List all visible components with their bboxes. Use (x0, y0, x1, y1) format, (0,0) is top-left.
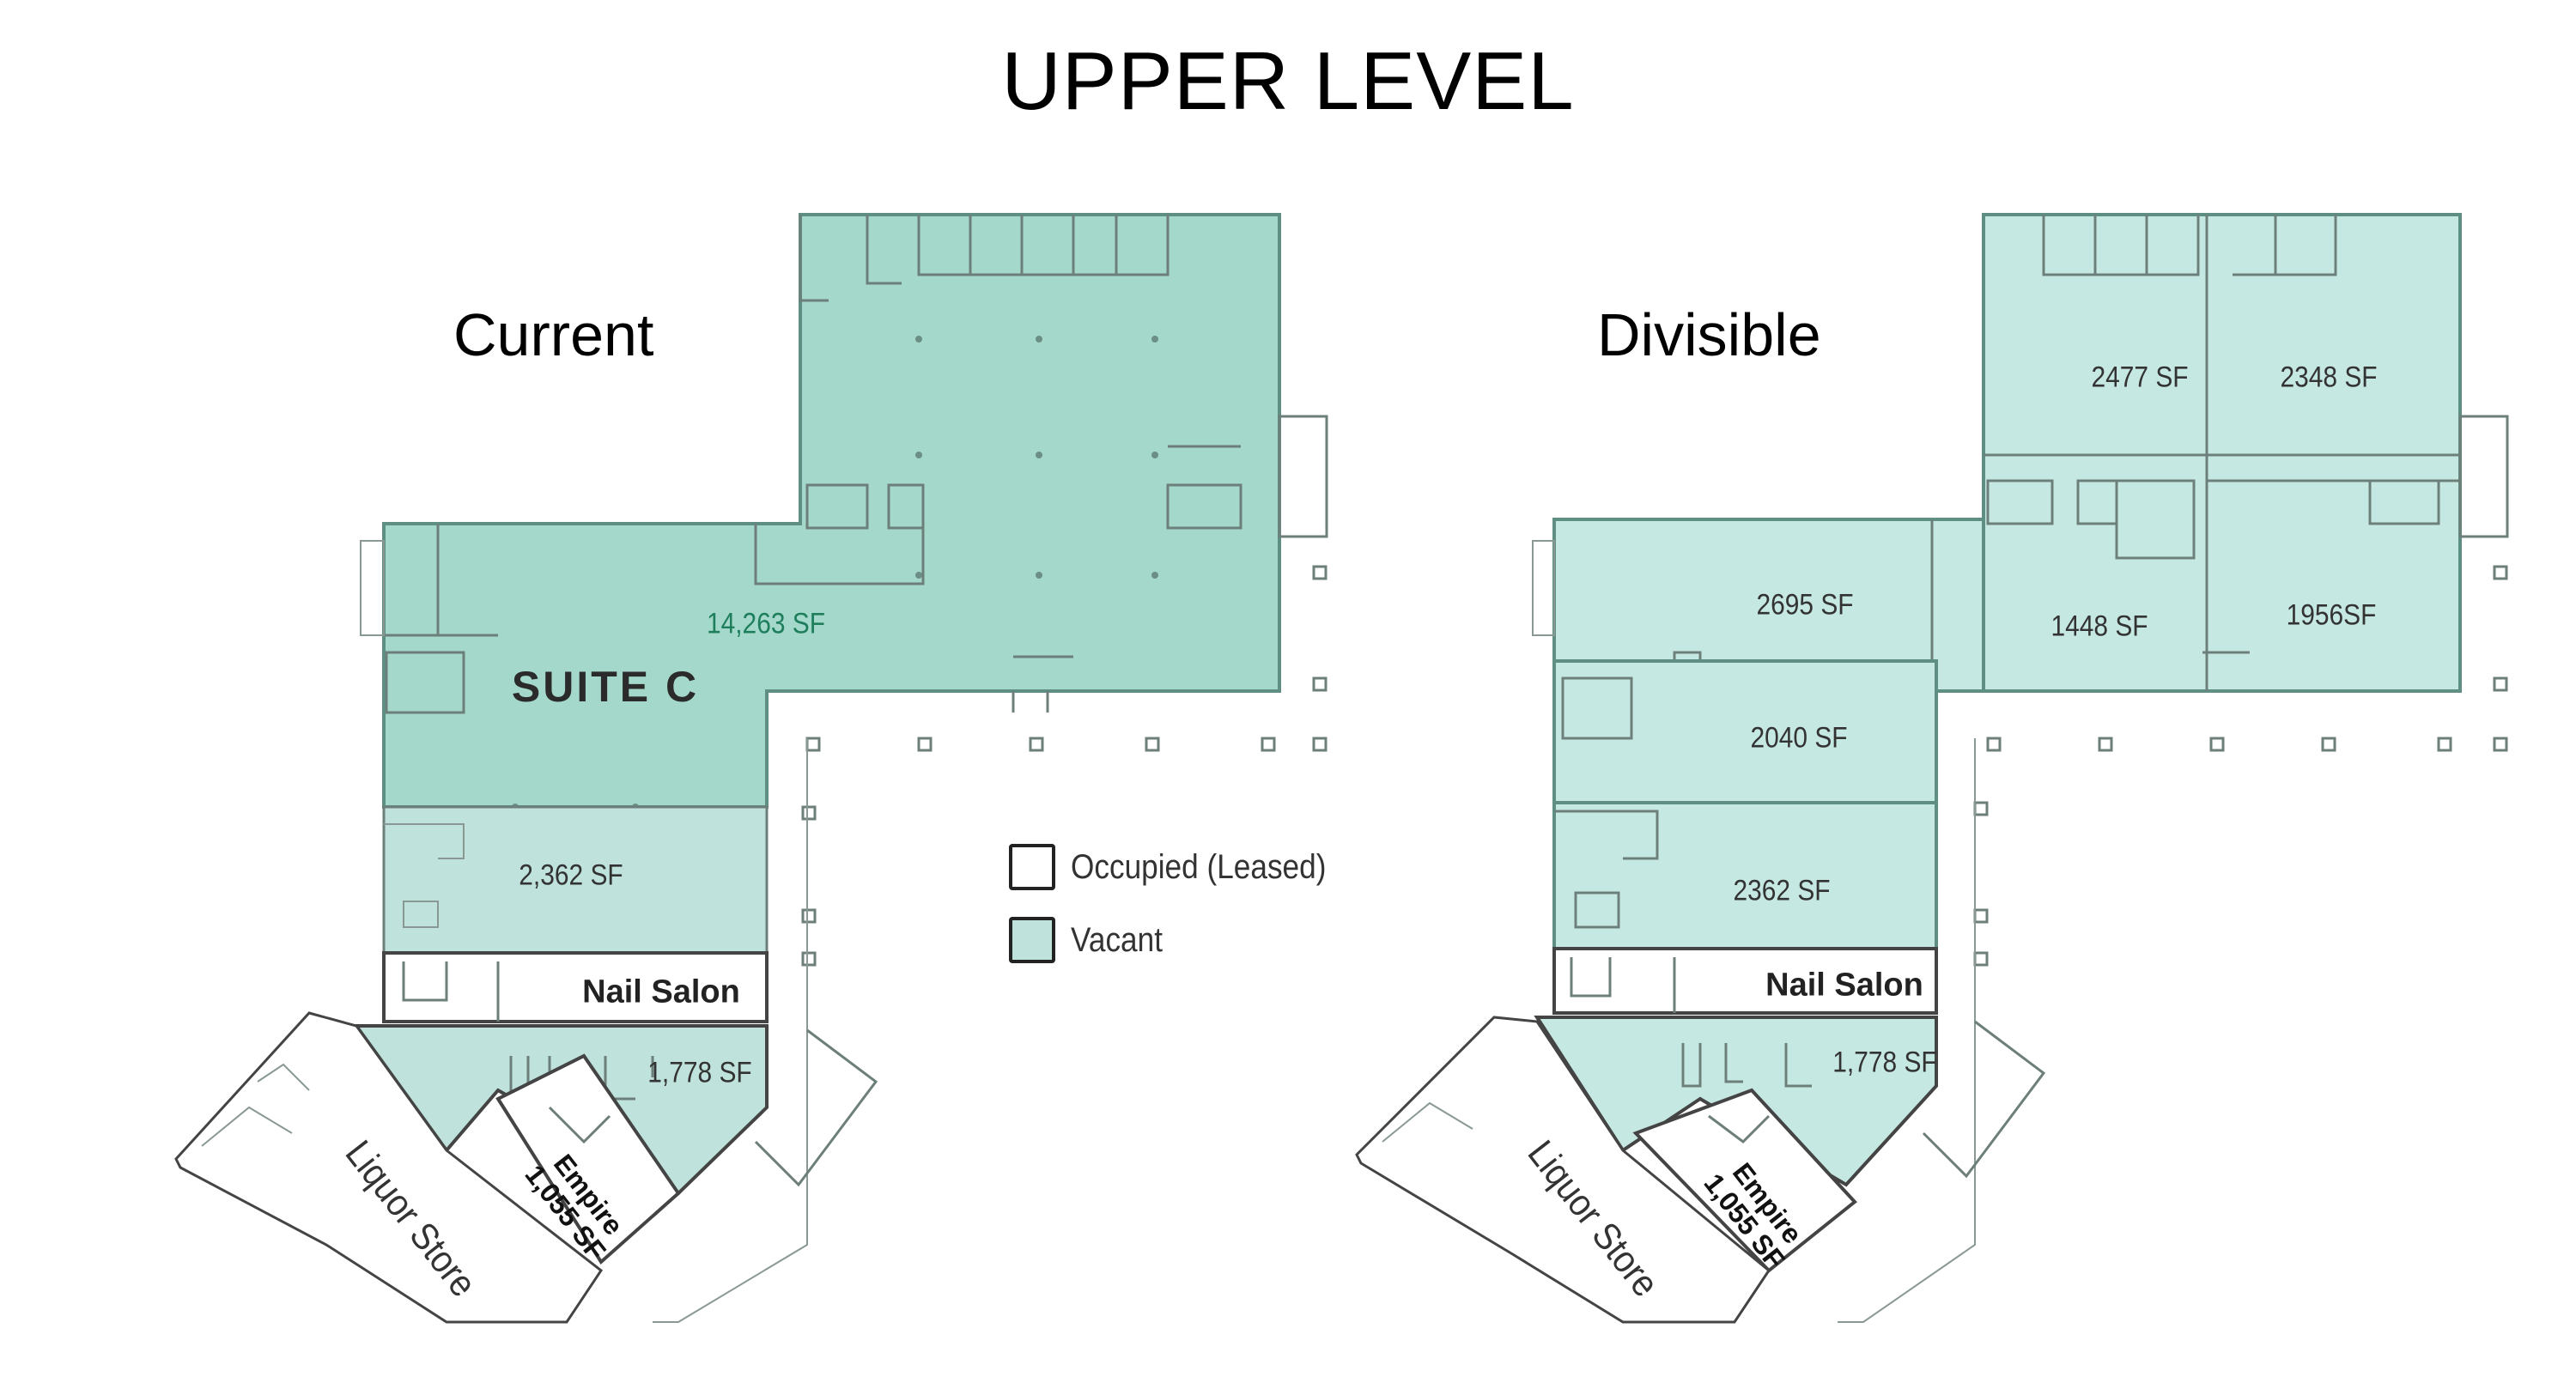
divisible-nail-salon (1552, 947, 1938, 1015)
current-unit-2362-sf: 2,362 SF (519, 858, 623, 892)
current-nail-salon-label: Nail Salon (582, 974, 740, 1010)
page-title: UPPER LEVEL (1001, 35, 1575, 127)
divisible-liquor-store (1355, 1016, 1771, 1324)
legend-vacant-label: Vacant (1071, 920, 1163, 959)
current-suite-c-sf: 14,263 SF (706, 607, 826, 640)
current-suite-name: SUITE C (511, 663, 700, 711)
divisible-unit-2040 (1552, 659, 1938, 804)
divisible-nail-salon-label: Nail Salon (1765, 967, 1923, 1004)
divisible-plan (1355, 213, 2509, 1324)
current-nail-salon (382, 951, 769, 1023)
current-suite-c (382, 213, 1281, 809)
current-heading: Current (453, 301, 654, 368)
legend-vacant: Vacant (1009, 917, 1176, 963)
current-stair-right (1278, 415, 1328, 538)
divisible-unit-2477: 2477 SF (2091, 361, 2189, 394)
divisible-unit-2348: 2348 SF (2280, 361, 2378, 394)
legend-vacant-swatch (1009, 917, 1055, 963)
divisible-unit-1448: 1448 SF (2050, 610, 2148, 643)
legend-occupied: Occupied (Leased) (1009, 844, 1361, 890)
legend-occupied-swatch (1009, 844, 1055, 890)
current-empire (495, 1053, 681, 1265)
divisible-unit-2695-sf: 2695 SF (1756, 588, 1854, 622)
current-unit-1778-sf: 1,778 SF (647, 1056, 752, 1089)
current-liquor-store (174, 1011, 604, 1324)
divisible-unit-2362-sf: 2362 SF (1733, 874, 1831, 907)
legend-occupied-label: Occupied (Leased) (1071, 847, 1327, 886)
current-plan (174, 213, 1328, 1324)
divisible-exterior-markers (1973, 565, 2508, 967)
divisible-unit-1956: 1956SF (2286, 598, 2377, 632)
current-stair-left (360, 540, 385, 636)
divisible-empire (1632, 1088, 1857, 1273)
divisible-unit-1778-sf: 1,778 SF (1832, 1046, 1937, 1079)
current-suite-c-partitions (384, 215, 1242, 714)
divisible-unit-2040-sf: 2040 SF (1750, 721, 1848, 755)
divisible-heading: Divisible (1597, 301, 1821, 368)
current-exterior-markers (801, 565, 1327, 967)
